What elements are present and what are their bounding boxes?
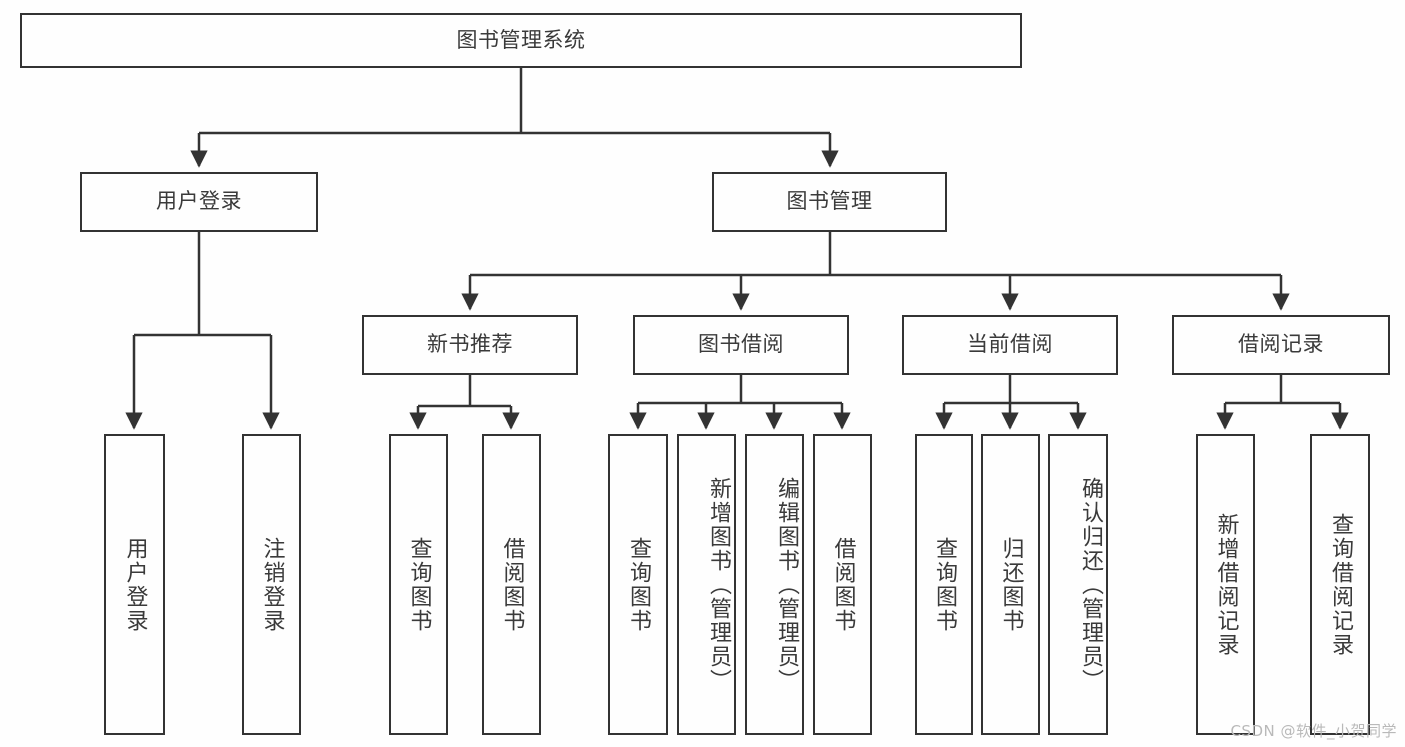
leaf-cur-query-book[interactable]: 查询图书 bbox=[915, 434, 973, 735]
csdn-watermark: CSDN @软件_小贺同学 bbox=[1230, 722, 1397, 740]
node-current-borrow[interactable]: 当前借阅 bbox=[902, 315, 1118, 375]
leaf-rec-add-record[interactable]: 新增借阅记录 bbox=[1196, 434, 1255, 735]
leaf-rec-borrow-book[interactable]: 借阅图书 bbox=[482, 434, 541, 735]
leaf-borrow-add-book[interactable]: 新增图书（管理员） bbox=[677, 434, 736, 735]
node-borrow-record[interactable]: 借阅记录 bbox=[1172, 315, 1390, 375]
leaf-cur-confirm-return[interactable]: 确认归还（管理员） bbox=[1048, 434, 1108, 735]
leaf-rec-query-record[interactable]: 查询借阅记录 bbox=[1310, 434, 1370, 735]
leaf-borrow-edit-book[interactable]: 编辑图书（管理员） bbox=[745, 434, 804, 735]
leaf-cur-return-book[interactable]: 归还图书 bbox=[981, 434, 1040, 735]
node-book-manage[interactable]: 图书管理 bbox=[712, 172, 947, 232]
leaf-borrow-borrow-book[interactable]: 借阅图书 bbox=[813, 434, 872, 735]
node-new-book-recommend[interactable]: 新书推荐 bbox=[362, 315, 578, 375]
leaf-user-logout[interactable]: 注销登录 bbox=[242, 434, 301, 735]
node-root[interactable]: 图书管理系统 bbox=[20, 13, 1022, 68]
node-book-borrow[interactable]: 图书借阅 bbox=[633, 315, 849, 375]
node-user-login[interactable]: 用户登录 bbox=[80, 172, 318, 232]
leaf-borrow-query-book[interactable]: 查询图书 bbox=[608, 434, 668, 735]
leaf-user-login[interactable]: 用户登录 bbox=[104, 434, 165, 735]
leaf-rec-query-book[interactable]: 查询图书 bbox=[389, 434, 448, 735]
